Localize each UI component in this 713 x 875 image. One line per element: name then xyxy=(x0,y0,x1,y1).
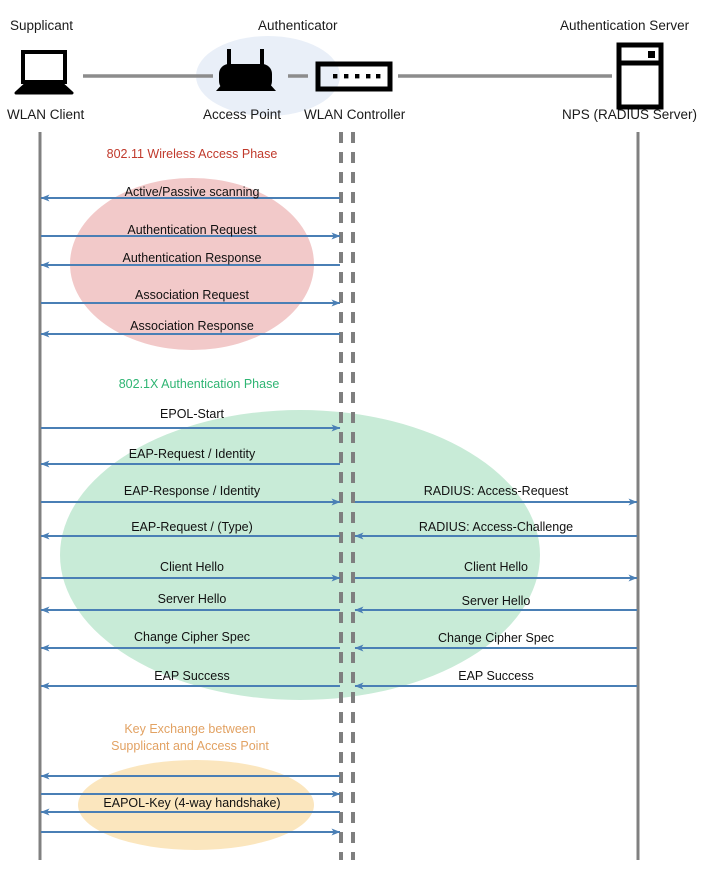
right-message-label: EAP Success xyxy=(458,669,534,683)
phase-label-80211: 802.11 Wireless Access Phase xyxy=(106,147,278,161)
left-message-label: Active/Passive scanning xyxy=(124,185,260,199)
left-message-label: Client Hello xyxy=(160,560,224,574)
authenticator-title: Authenticator xyxy=(258,18,338,33)
phase-label-key-exchange-line1: Key Exchange between xyxy=(124,722,256,736)
laptop-icon xyxy=(14,50,74,95)
phase-ellipse-8021x xyxy=(60,410,540,700)
phase-ellipse-key-exchange xyxy=(78,760,314,850)
authentication-server-title: Authentication Server xyxy=(560,18,690,33)
access-point-icon xyxy=(216,49,276,91)
left-message-label: EAPOL-Key (4-way handshake) xyxy=(103,796,281,810)
right-message-label: Client Hello xyxy=(464,560,528,574)
left-message-label: EAP-Request / Identity xyxy=(128,447,256,461)
left-message-label: EPOL-Start xyxy=(160,407,224,421)
right-message-label: Change Cipher Spec xyxy=(437,631,555,645)
phase-label-8021x: 802.1X Authentication Phase xyxy=(118,377,280,391)
phase-label-key-exchange: Key Exchange between Supplicant and Acce… xyxy=(111,721,269,755)
right-message-label: RADIUS: Access-Challenge xyxy=(418,520,574,534)
right-message-label: RADIUS: Access-Request xyxy=(423,484,569,498)
right-segment-arrows xyxy=(354,498,638,690)
left-message-label: Association Request xyxy=(135,288,249,302)
wlan-controller-label: WLAN Controller xyxy=(304,107,406,122)
nps-radius-server-label: NPS (RADIUS Server) xyxy=(562,107,698,122)
left-message-label: Authentication Response xyxy=(122,251,262,265)
left-message-label: Server Hello xyxy=(157,592,227,606)
left-message-label: Association Response xyxy=(130,319,254,333)
left-message-label: EAP-Response / Identity xyxy=(123,484,261,498)
wlan-controller-icon xyxy=(315,61,393,92)
server-rack-icon xyxy=(616,42,664,110)
left-message-label: EAP-Request / (Type) xyxy=(131,520,253,534)
wlan-client-label: WLAN Client xyxy=(7,107,85,122)
left-message-label: Authentication Request xyxy=(127,223,257,237)
right-message-label: Server Hello xyxy=(461,594,531,608)
phase-label-key-exchange-line2: Supplicant and Access Point xyxy=(111,739,269,753)
supplicant-title: Supplicant xyxy=(10,18,74,33)
left-message-label: Change Cipher Spec xyxy=(133,630,251,644)
left-segment-arrows xyxy=(40,194,341,836)
access-point-label: Access Point xyxy=(203,107,282,122)
left-message-label: EAP Success xyxy=(154,669,230,683)
